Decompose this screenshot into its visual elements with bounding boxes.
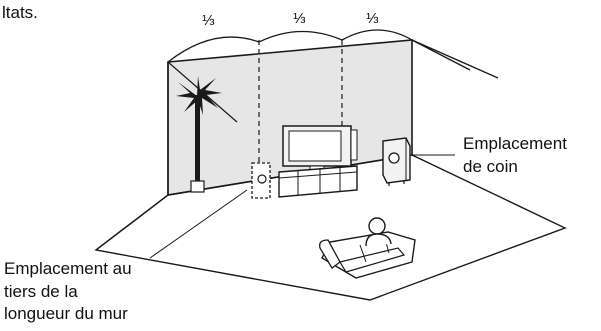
top-text-fragment: ltats. — [2, 2, 38, 24]
third-leader-line — [150, 190, 247, 258]
third-label-line3: longueur du mur — [4, 303, 128, 325]
third-arc-2 — [259, 31, 342, 42]
tv-stand-icon — [279, 166, 357, 197]
subwoofer-third-icon — [252, 163, 270, 198]
tv-icon — [283, 126, 357, 172]
third-arc-3 — [342, 30, 412, 40]
third-label-line2: tiers de la — [4, 281, 78, 303]
third-fraction-1: ⅓ — [202, 12, 215, 29]
corner-label-line2: de coin — [463, 156, 518, 178]
third-fraction-3: ⅓ — [366, 10, 379, 27]
third-label-line1: Emplacement au — [4, 258, 132, 280]
subwoofer-icon — [383, 138, 410, 186]
ceiling-right-edge — [412, 40, 498, 78]
corner-label-line1: Emplacement — [463, 133, 567, 155]
third-fraction-2: ⅓ — [293, 10, 306, 27]
